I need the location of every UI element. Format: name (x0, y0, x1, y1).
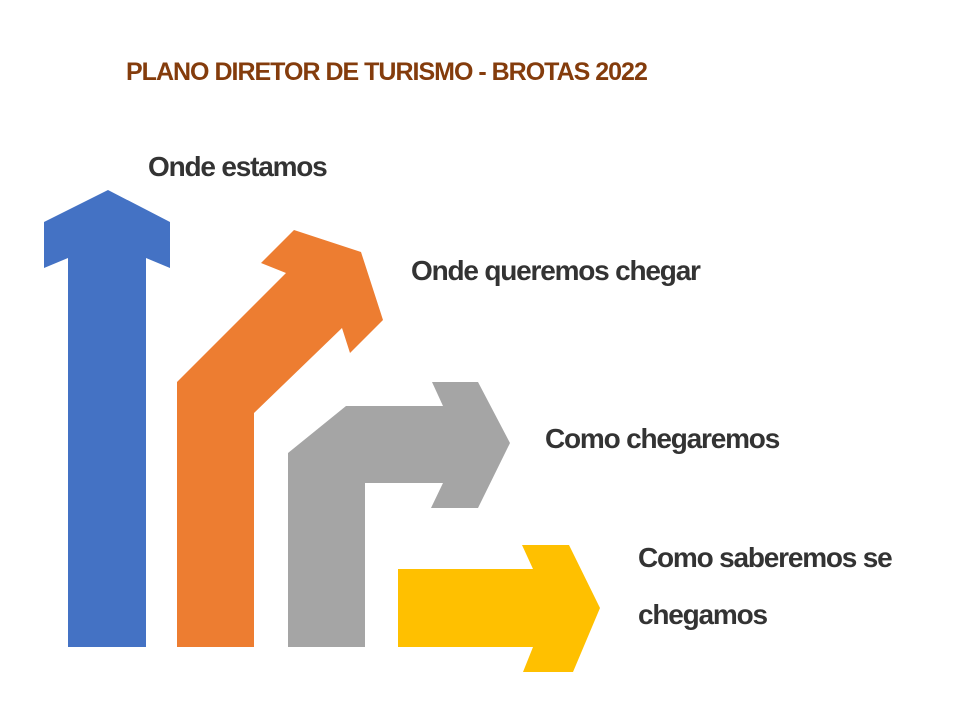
step-label-como-saberemos-line1: Como saberemos se (638, 542, 893, 573)
step-label-como-chegaremos: Como chegaremos (545, 423, 780, 454)
arrow-up-icon (44, 190, 170, 647)
step-label-como-saberemos-line2: chegamos (638, 599, 768, 630)
arrow-bend-right-icon (288, 382, 510, 647)
arrow-right-icon (398, 545, 600, 672)
step-label-onde-queremos-chegar: Onde queremos chegar (411, 255, 701, 286)
arrow-up-right-icon (177, 230, 383, 647)
step-label-onde-estamos: Onde estamos (148, 151, 328, 182)
slide-title: PLANO DIRETOR DE TURISMO - BROTAS 2022 (126, 58, 648, 86)
